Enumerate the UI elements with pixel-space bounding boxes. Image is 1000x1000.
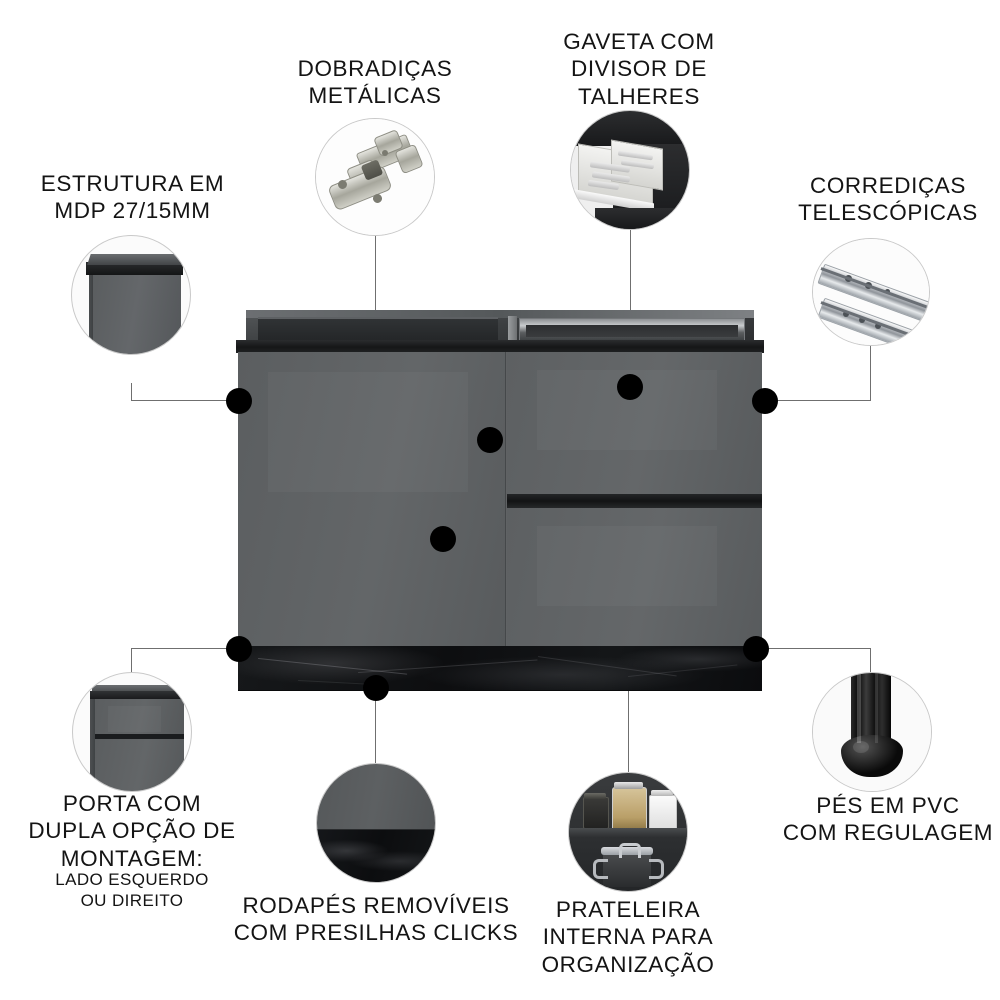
cabinet-plinth-baseboard [238,646,762,691]
callout-label-rodapes: RODAPÉS REMOVÍVEIS COM PRESILHAS CLICKS [233,893,519,946]
callout-bubble-pes [812,672,932,792]
connector-line-rodapes-vertical [375,687,376,763]
connector-line-corredicas-horizontal [764,400,871,401]
reversible-door-icon [73,673,191,791]
connector-dot-pes [743,636,769,662]
cabinet-corner-icon [72,236,190,354]
callout-label-corredicas: CORREDIÇAS TELESCÓPICAS [798,173,978,226]
product-illustration-cabinet [236,310,764,691]
metal-hinge-icon [316,119,434,235]
cabinet-drawer-lower [507,508,762,646]
callout-label-dobradicas: DOBRADIÇAS METÁLICAS [297,56,453,109]
callout-bubble-prateleira [568,772,688,892]
connector-line-porta-horizontal [131,648,239,649]
cabinet-carcass-rim [246,310,754,318]
callout-bubble-corredicas [812,238,930,346]
telescopic-slide-icon [813,239,929,345]
cookie-jar [612,787,647,831]
connector-line-corredicas-vertical [870,343,871,401]
cabinet-top-trim [236,340,764,353]
connector-line-porta-vertical [131,648,132,676]
cabinet-drawer-handle [507,494,762,508]
cabinet-body [238,352,762,646]
connector-line-pes-vertical [870,648,871,680]
callout-bubble-dobradicas [315,118,435,236]
connector-dot-corredicas [752,388,778,414]
callout-label-prateleira: PRATELEIRA INTERNA PARA ORGANIZAÇÃO [541,897,715,977]
spice-jar [583,797,609,829]
callout-bubble-rodapes [316,763,436,883]
connector-line-estrutura-horizontal [131,400,239,401]
cabinet-drawer-upper [507,352,762,494]
pvc-foot-icon [813,673,931,791]
connector-line-gaveta-vertical [630,228,631,388]
cabinet-center-post [508,316,517,342]
cutlery-drawer-icon [571,111,689,229]
connector-dot-porta [226,636,252,662]
cabinet-drawer-box [519,318,745,342]
connector-line-estrutura-vertical [131,383,132,401]
connector-dot-prateleira [430,526,456,552]
callout-bubble-gaveta [570,110,690,230]
connector-dot-rodapes [363,675,389,701]
callout-bubble-estrutura [71,235,191,355]
removable-plinth-icon [317,764,435,882]
cabinet-door-left [238,352,506,646]
cabinet-interior-cavity [258,317,498,341]
callout-bubble-porta [72,672,192,792]
connector-dot-gaveta [617,374,643,400]
connector-line-pes-horizontal [756,648,871,649]
sugar-jar [649,795,677,831]
connector-dot-estrutura [226,388,252,414]
callout-label-porta: PORTA COM DUPLA OPÇÃO DE MONTAGEM: [28,791,236,871]
callout-sublabel-porta: LADO ESQUERDO OU DIREITO [55,870,209,910]
callout-label-gaveta: GAVETA COM DIVISOR DE TALHERES [563,29,715,109]
internal-shelf-icon [569,773,687,891]
connector-dot-dobradicas [477,427,503,453]
callout-label-estrutura: ESTRUTURA EM MDP 27/15MM [40,171,225,224]
callout-label-pes: PÉS EM PVC COM REGULAGEM [782,793,994,846]
